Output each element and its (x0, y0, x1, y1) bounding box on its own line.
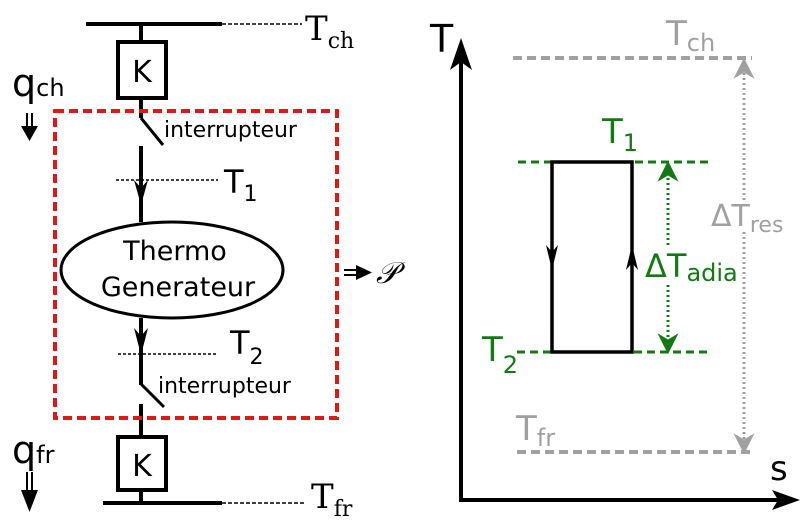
ts-diagram: T s Tch Tfr ΔTres T1 T2 ΔTadia (429, 14, 800, 510)
top-conductance-box (116, 40, 168, 100)
heat-out-label: qfr (12, 428, 55, 472)
heat-flow-arrowhead-top (134, 180, 148, 205)
t-ch-label: Tch (665, 14, 715, 57)
t-fr-label: Tfr (515, 409, 555, 452)
bottom-conductance-label: K (132, 449, 153, 484)
node-t1-label: T1 (223, 163, 258, 207)
cold-reservoir-label: Tfr (311, 477, 353, 522)
node-t2-label: T2 (229, 324, 264, 370)
y-axis-arrowhead (450, 38, 472, 70)
heat-flow-arrowhead-bottom (134, 328, 148, 355)
double-arrow-icon (356, 265, 372, 280)
heat-in-double-arrow-icon (21, 113, 38, 141)
bottom-switch-label: interrupteur (158, 374, 292, 399)
delta-adia-label: ΔTadia (645, 247, 738, 287)
cycle-arrow-down (546, 245, 558, 270)
bottom-switch-blade (139, 382, 166, 409)
delta-res-label: ΔTres (711, 199, 783, 238)
top-conductance-label: K (132, 55, 153, 90)
hot-reservoir-label: Tch (305, 9, 354, 54)
circuit-diagram: Tch K interrupteur T1 Thermo Generateur … (12, 9, 406, 522)
generator-label-line1: Thermo (122, 236, 227, 267)
system-boundary (53, 109, 339, 420)
cycle-arrow-up (626, 245, 638, 270)
heat-out-double-arrow-icon (21, 472, 38, 512)
generator-label-line2: Generateur (101, 272, 256, 303)
y-axis-label: T (429, 17, 454, 61)
t1-label: T1 (601, 112, 638, 157)
heat-in-label: qch (12, 61, 65, 105)
top-switch-blade (139, 117, 165, 146)
x-axis-arrowhead (772, 490, 800, 510)
thermo-generator (59, 220, 285, 320)
top-switch-label: interrupteur (164, 118, 298, 143)
x-axis-label: s (770, 449, 788, 489)
power-symbol: 𝒫 (376, 256, 406, 291)
t2-label: T2 (481, 330, 518, 379)
cycle-rectangle (550, 160, 634, 354)
power-output: 𝒫 (344, 256, 406, 291)
